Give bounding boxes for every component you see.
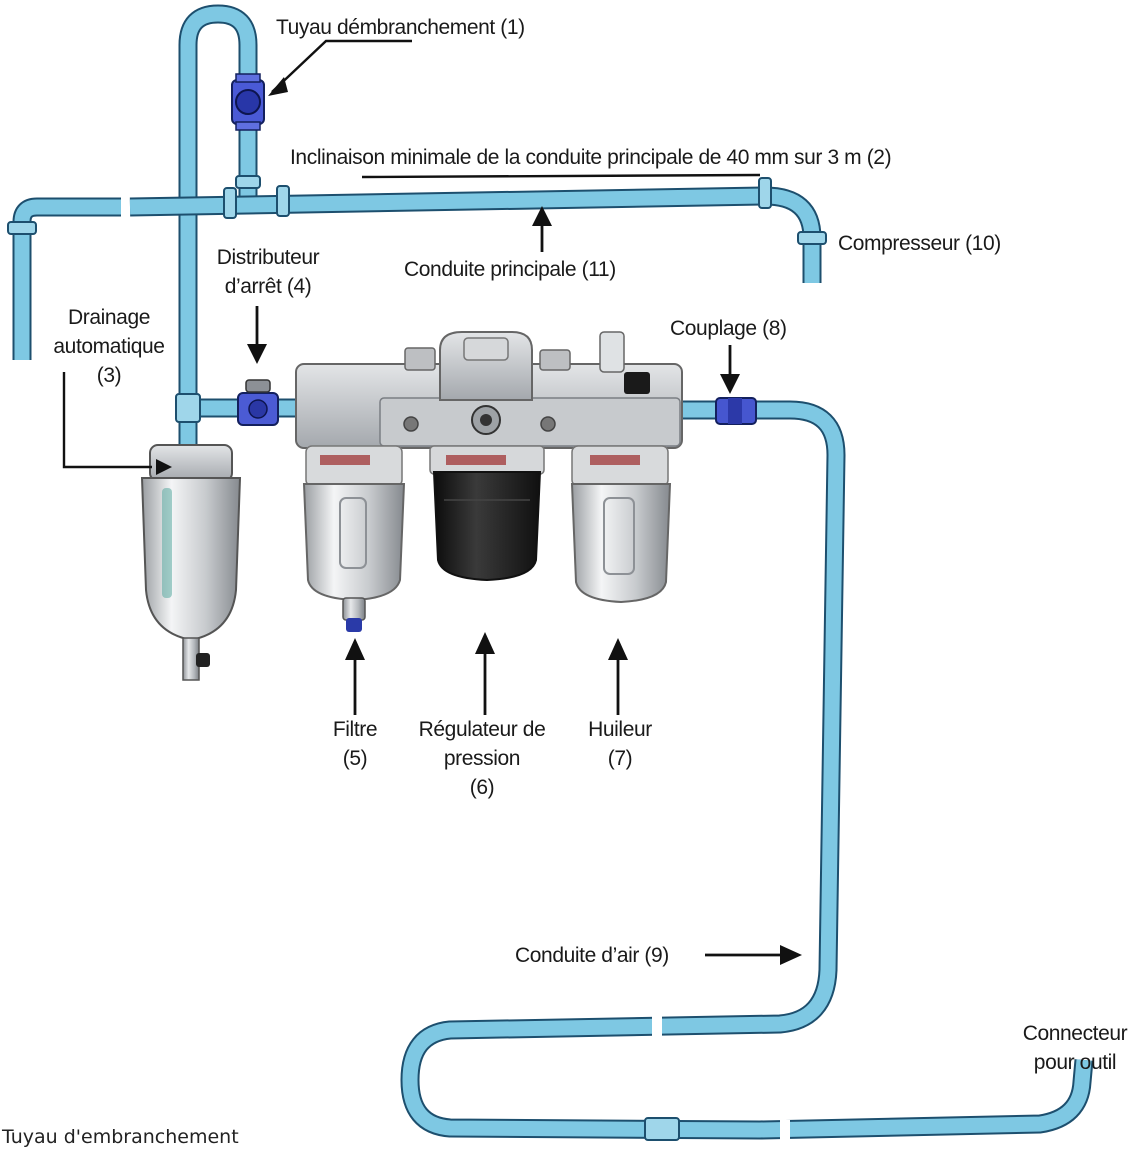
arrow-tips xyxy=(247,206,802,965)
coupling xyxy=(715,397,757,425)
pipe-fitting xyxy=(7,221,37,235)
leaders xyxy=(62,39,761,469)
filter-bowl xyxy=(305,445,403,487)
tip-lubricator xyxy=(608,638,628,660)
pipe-fitting xyxy=(235,175,261,189)
hose-break xyxy=(652,1016,662,1038)
label-branch-pipe: Tuyau démbranchement (1) xyxy=(276,16,525,39)
pipe-network xyxy=(7,4,1094,1142)
automatic-drain xyxy=(140,444,242,681)
tip-coupling xyxy=(720,374,740,394)
label-automatic-drain: Drainage automatique (3) xyxy=(53,306,165,387)
label-tool-connector: Connecteur pour outil xyxy=(1022,1022,1128,1074)
leader-slope xyxy=(361,173,761,179)
arrowheads xyxy=(156,77,288,475)
shutoff-valve xyxy=(237,379,279,426)
hose-break xyxy=(780,1120,790,1142)
label-air-hose: Conduite d’air (9) xyxy=(515,944,669,967)
arrowhead-branch-valve xyxy=(268,77,288,96)
label-regulator: Régulateur de pression (6) xyxy=(418,718,546,799)
label-slope: Inclinaison minimale de la conduite prin… xyxy=(290,146,892,169)
label-lubricator: Huileur (7) xyxy=(588,718,652,770)
label-coupling: Couplage (8) xyxy=(670,317,787,340)
label-shutoff-valve: Distributeur d’arrêt (4) xyxy=(216,246,320,298)
label-compressor: Compresseur (10) xyxy=(838,232,1001,255)
branch-valve xyxy=(231,73,265,131)
tip-filter xyxy=(345,638,365,660)
branch-pipe xyxy=(180,6,256,420)
tip-main-line xyxy=(532,206,552,226)
pipe-fitting xyxy=(175,393,201,423)
tip-regulator xyxy=(475,632,495,654)
pipe-fitting xyxy=(758,177,772,209)
arrowhead-drain xyxy=(156,459,172,475)
tip-shutoff xyxy=(247,344,267,364)
air-hose xyxy=(402,402,1092,1138)
lubricator-bowl xyxy=(571,445,669,487)
pipe-fitting xyxy=(644,1117,680,1141)
figure-caption: Tuyau d'embranchement xyxy=(2,1126,239,1148)
leader-branch-valve xyxy=(271,39,412,93)
label-main-line: Conduite principale (11) xyxy=(404,258,616,281)
leader-drain xyxy=(62,372,152,469)
arrows xyxy=(255,218,785,957)
pipe-fitting xyxy=(223,187,237,219)
pipe-fitting xyxy=(276,185,290,217)
frl-unit xyxy=(295,331,683,632)
pipe-fitting xyxy=(797,231,827,245)
label-filter: Filtre (5) xyxy=(332,718,378,770)
tip-air-hose xyxy=(780,945,802,965)
